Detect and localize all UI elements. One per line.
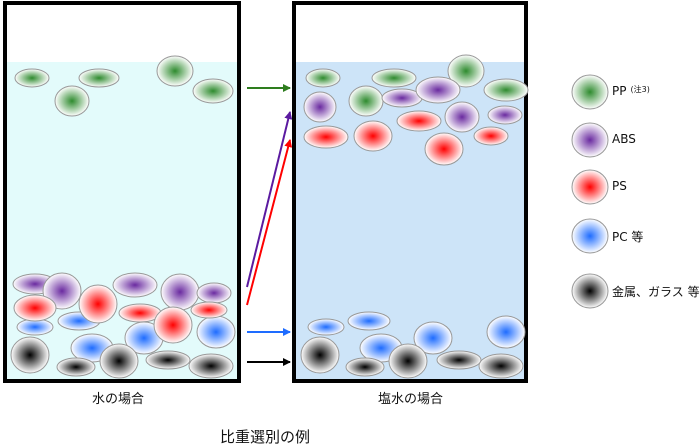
abs-particle — [112, 272, 158, 298]
pp-particle — [305, 68, 341, 88]
pc-particle — [196, 315, 236, 349]
red-arrow — [246, 139, 293, 306]
pc-particle — [347, 311, 391, 331]
ps-particle — [153, 306, 193, 344]
diagram-title: 比重選別の例 — [220, 428, 311, 444]
metal-particle — [56, 357, 96, 377]
abs-particle — [160, 273, 200, 311]
saltwater-caption: 塩水の場合 — [378, 392, 444, 407]
ps-particle — [473, 126, 509, 146]
metal-particle — [99, 343, 139, 379]
ps-particle — [303, 125, 349, 149]
pp-particle — [156, 55, 194, 87]
purple-arrow — [246, 111, 293, 288]
metal-particle — [10, 336, 50, 374]
abs-particle — [196, 282, 232, 304]
legend-ps-marker — [571, 169, 609, 205]
metal-particle — [145, 350, 191, 370]
legend-pp: PP(注3) — [612, 84, 650, 98]
legend-pc-marker — [571, 218, 609, 254]
legend-metal: 金属、ガラス 等 — [612, 285, 700, 299]
pp-particle — [14, 68, 50, 88]
pc-particle — [307, 318, 345, 336]
pc-particle — [486, 315, 526, 349]
legend-metal-marker — [571, 273, 609, 309]
legend-ps: PS — [612, 179, 627, 193]
legend-pp-marker — [571, 74, 609, 110]
abs-particle — [444, 101, 480, 133]
legend-pc: PC 等 — [612, 230, 644, 244]
abs-particle — [415, 76, 461, 104]
ps-particle — [190, 301, 228, 319]
metal-particle — [388, 343, 428, 379]
ps-particle — [13, 294, 57, 322]
abs-particle — [487, 105, 523, 125]
abs-particle — [303, 91, 337, 123]
legend-abs: ABS — [612, 132, 636, 146]
legend-note: (注3) — [630, 85, 650, 94]
metal-particle — [478, 353, 524, 379]
abs-particle — [42, 272, 82, 310]
metal-particle — [436, 350, 482, 370]
metal-particle — [300, 336, 340, 374]
ps-particle — [396, 110, 442, 132]
pp-particle — [371, 68, 417, 88]
ps-particle — [78, 284, 118, 324]
pp-particle — [54, 85, 90, 117]
pp-particle — [192, 78, 234, 104]
metal-particle — [188, 353, 234, 379]
legend-abs-marker — [571, 122, 609, 158]
ps-particle — [424, 132, 464, 166]
pp-particle — [447, 54, 485, 88]
legend-label: PP — [612, 84, 627, 98]
ps-particle — [353, 120, 393, 152]
pc-particle — [413, 321, 453, 355]
metal-particle — [345, 357, 385, 377]
pp-particle — [483, 78, 529, 102]
water-caption: 水の場合 — [92, 392, 145, 407]
pp-particle — [348, 85, 384, 117]
pp-particle — [78, 68, 120, 88]
